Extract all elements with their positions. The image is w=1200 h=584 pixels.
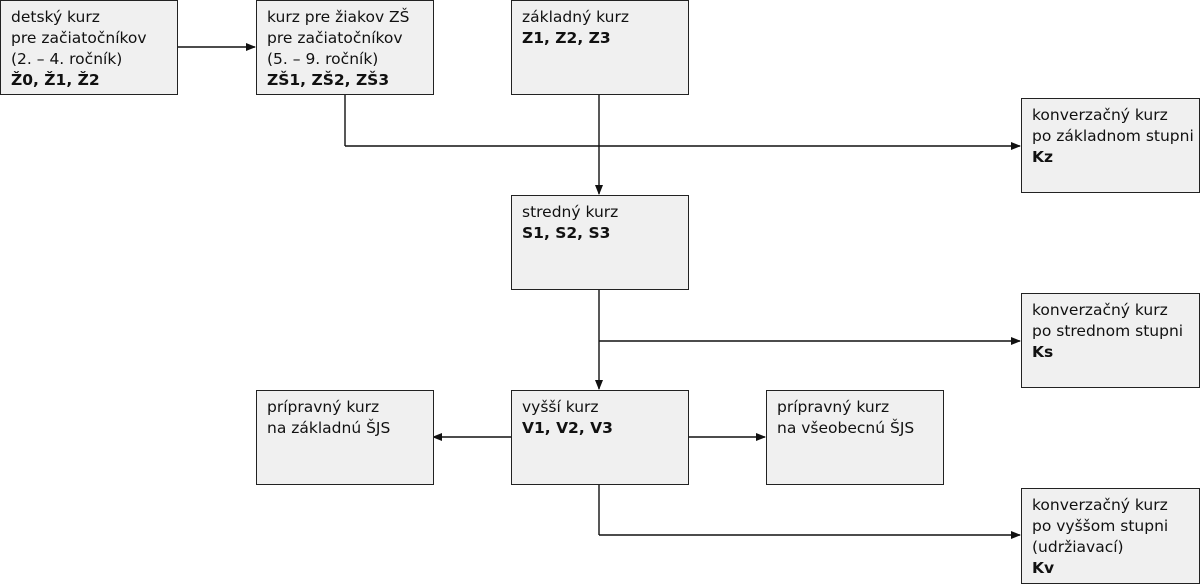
course-box-advanced: vyšší kurz V1, V2, V3 [511,390,689,485]
course-code: V1, V2, V3 [522,419,613,437]
course-box-prep-basic: prípravný kurz na základnú ŠJS [256,390,434,485]
course-box-elementary-pupils: kurz pre žiakov ZŠ pre začiatočníkov (5.… [256,0,434,95]
course-code: Ž0, Ž1, Ž2 [11,71,100,89]
course-label-line: detský kurz [11,8,100,26]
course-code: Kz [1032,148,1054,166]
course-label-line: po vyššom stupni [1032,517,1169,535]
course-code: Z1, Z2, Z3 [522,29,611,47]
course-label-line: po základnom stupni [1032,127,1194,145]
course-label-line: (udržiavací) [1032,538,1124,556]
course-box-conv-advanced: konverzačný kurz po vyššom stupni (udrži… [1021,488,1200,584]
course-label-line: základný kurz [522,8,630,26]
course-label-line: vyšší kurz [522,398,599,416]
course-label-line: pre začiatočníkov [11,29,147,47]
course-label-line: kurz pre žiakov ZŠ [267,8,410,26]
course-label-line: konverzačný kurz [1032,496,1168,514]
course-box-prep-general: prípravný kurz na všeobecnú ŠJS [766,390,944,485]
course-code: Ks [1032,343,1054,361]
course-label-line: na základnú ŠJS [267,419,391,437]
course-code: S1, S2, S3 [522,224,611,242]
course-box-child: detský kurz pre začiatočníkov (2. – 4. r… [0,0,178,95]
course-label-line: na všeobecnú ŠJS [777,419,915,437]
course-code: Kv [1032,559,1055,577]
course-box-basic: základný kurz Z1, Z2, Z3 [511,0,689,95]
course-label-line: (5. – 9. ročník) [267,50,379,68]
course-label-line: konverzačný kurz [1032,301,1168,319]
course-label-line: konverzačný kurz [1032,106,1168,124]
course-box-intermediate: stredný kurz S1, S2, S3 [511,195,689,290]
course-code: ZŠ1, ZŠ2, ZŠ3 [267,71,390,89]
course-box-conv-intermediate: konverzačný kurz po strednom stupni Ks [1021,293,1200,388]
course-box-conv-basic: konverzačný kurz po základnom stupni Kz [1021,98,1200,193]
course-label-line: prípravný kurz [777,398,890,416]
course-label-line: po strednom stupni [1032,322,1184,340]
course-label-line: prípravný kurz [267,398,380,416]
course-label-line: pre začiatočníkov [267,29,403,47]
course-label-line: (2. – 4. ročník) [11,50,123,68]
course-label-line: stredný kurz [522,203,619,221]
